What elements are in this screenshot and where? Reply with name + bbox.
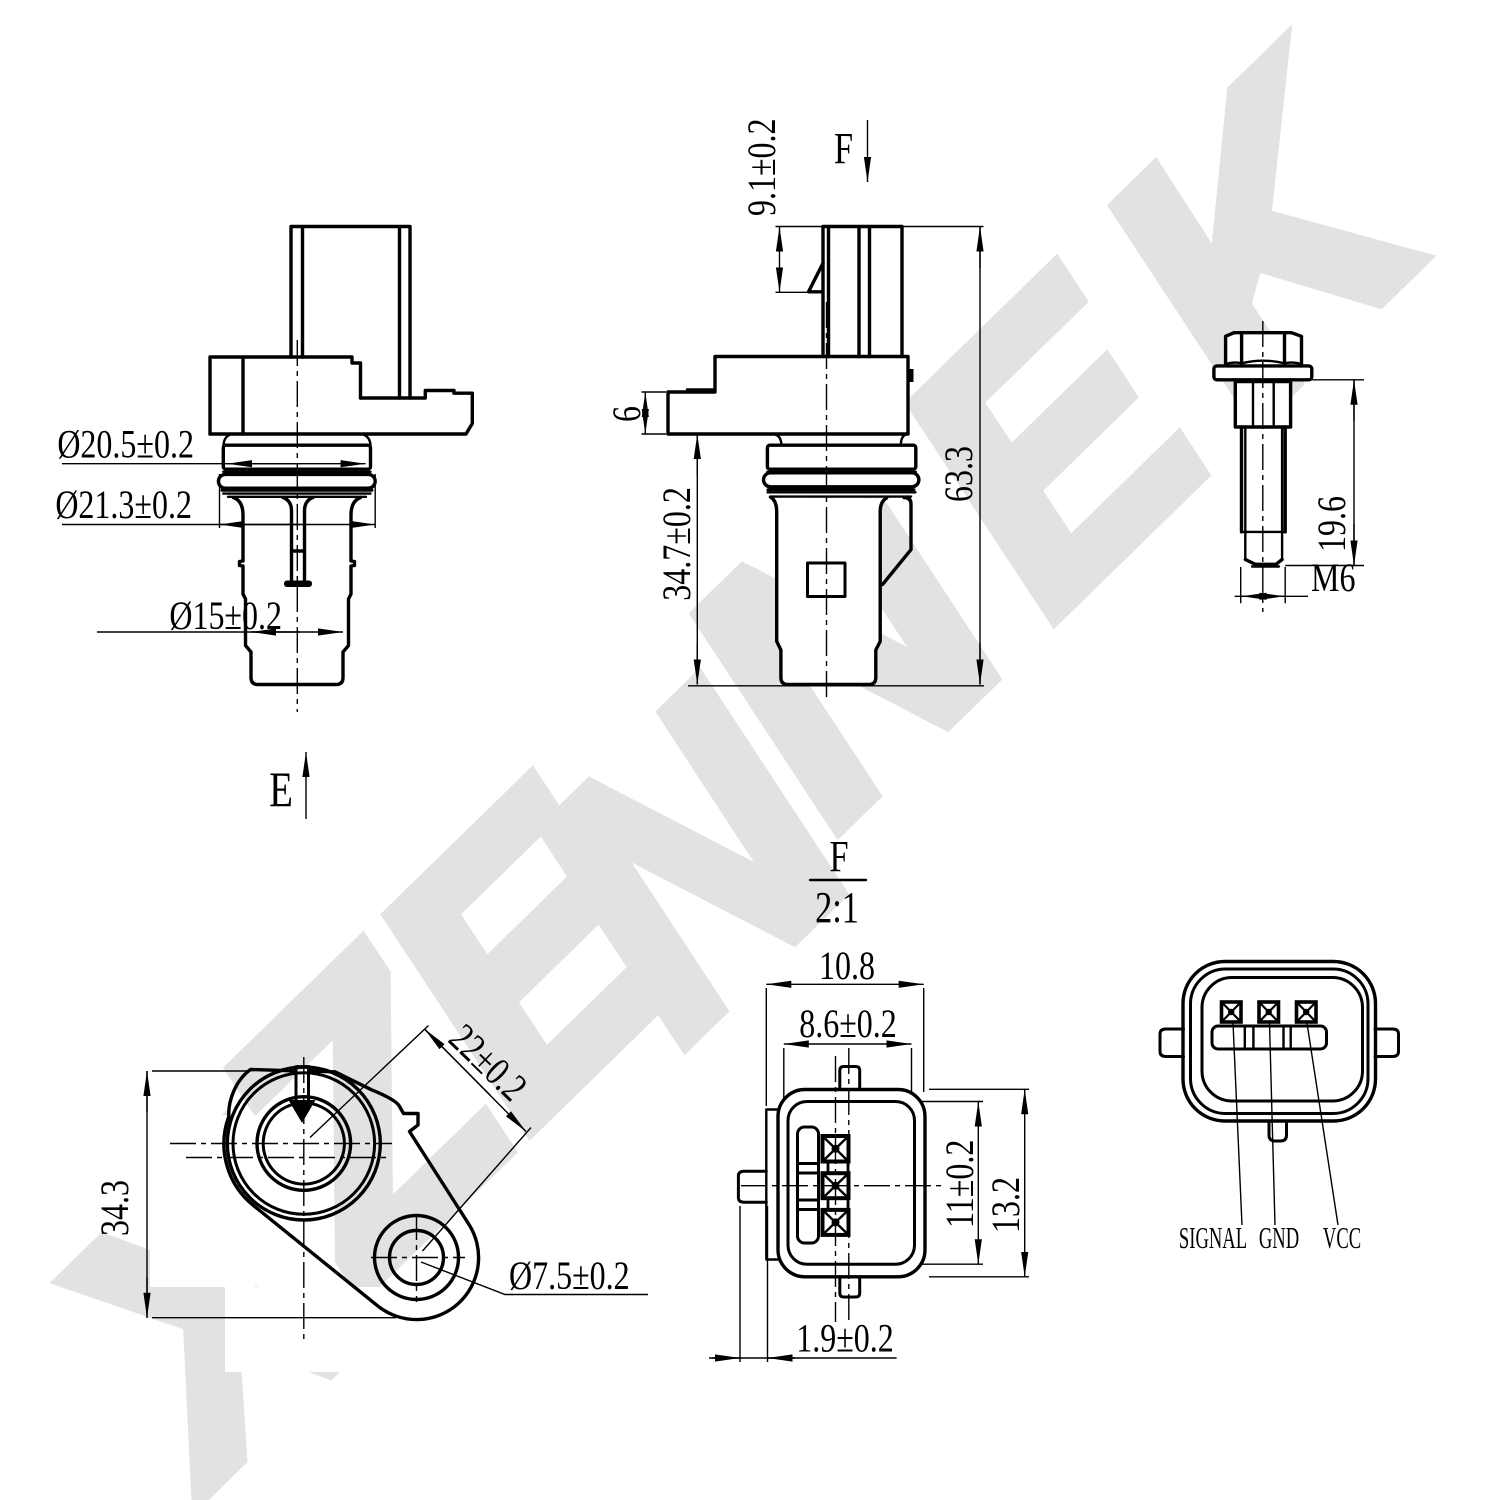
svg-text:M6: M6 [1311, 556, 1355, 600]
svg-text:34.7±0.2: 34.7±0.2 [655, 487, 699, 601]
svg-text:6: 6 [605, 406, 649, 422]
svg-text:2:1: 2:1 [815, 883, 859, 932]
svg-text:9.1±0.2: 9.1±0.2 [740, 118, 784, 216]
svg-text:63.3: 63.3 [937, 446, 981, 502]
svg-text:Ø21.3±0.2: Ø21.3±0.2 [55, 483, 192, 527]
svg-text:10.8: 10.8 [819, 944, 875, 988]
svg-text:8.6±0.2: 8.6±0.2 [799, 1002, 897, 1046]
svg-text:F: F [829, 832, 848, 881]
svg-text:13.2: 13.2 [984, 1177, 1028, 1233]
svg-text:E: E [269, 761, 293, 817]
svg-text:34.3: 34.3 [93, 1180, 137, 1236]
svg-text:Ø15±0.2: Ø15±0.2 [169, 594, 282, 638]
svg-text:19.6: 19.6 [1310, 496, 1354, 552]
svg-text:11±0.2: 11±0.2 [938, 1140, 982, 1228]
svg-text:Ø20.5±0.2: Ø20.5±0.2 [57, 422, 194, 466]
svg-text:VCC: VCC [1323, 1220, 1361, 1255]
svg-text:F: F [834, 124, 853, 173]
svg-text:Ø7.5±0.2: Ø7.5±0.2 [509, 1254, 630, 1298]
svg-text:1.9±0.2: 1.9±0.2 [796, 1316, 894, 1360]
svg-text:GND: GND [1259, 1220, 1299, 1255]
svg-text:SIGNAL: SIGNAL [1179, 1220, 1247, 1255]
